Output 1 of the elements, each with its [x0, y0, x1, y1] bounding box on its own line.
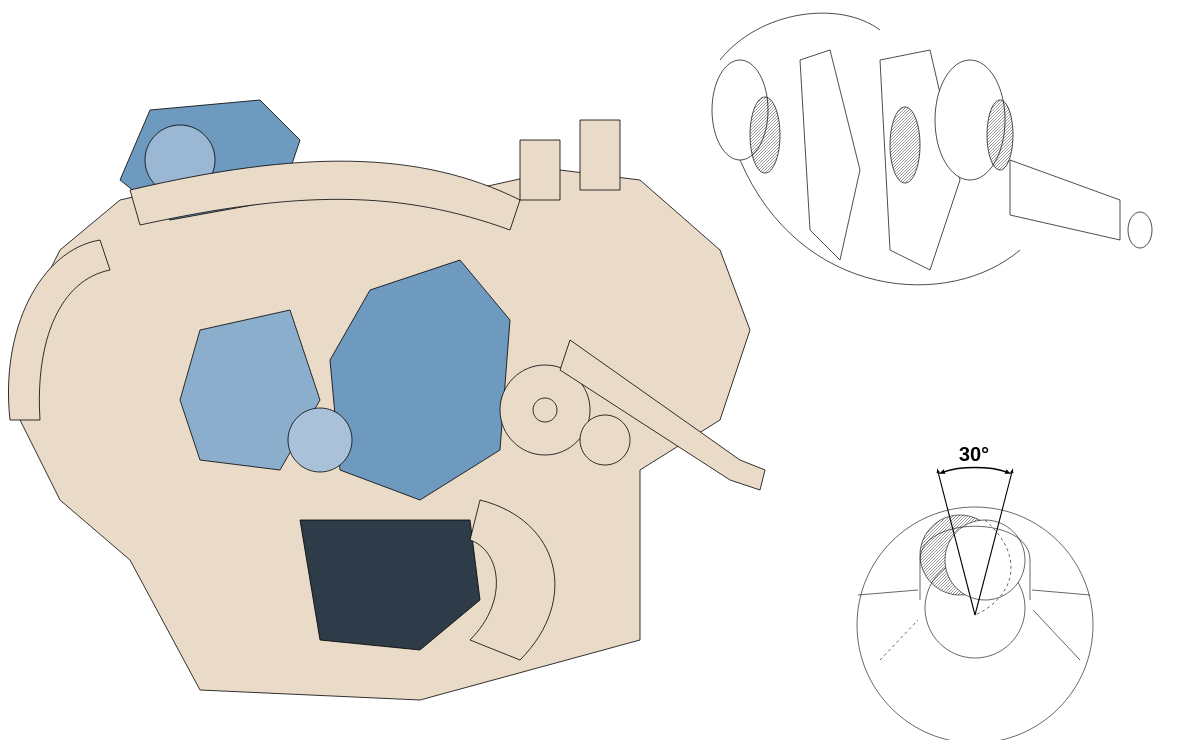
angle-label: 30°	[959, 446, 989, 462]
